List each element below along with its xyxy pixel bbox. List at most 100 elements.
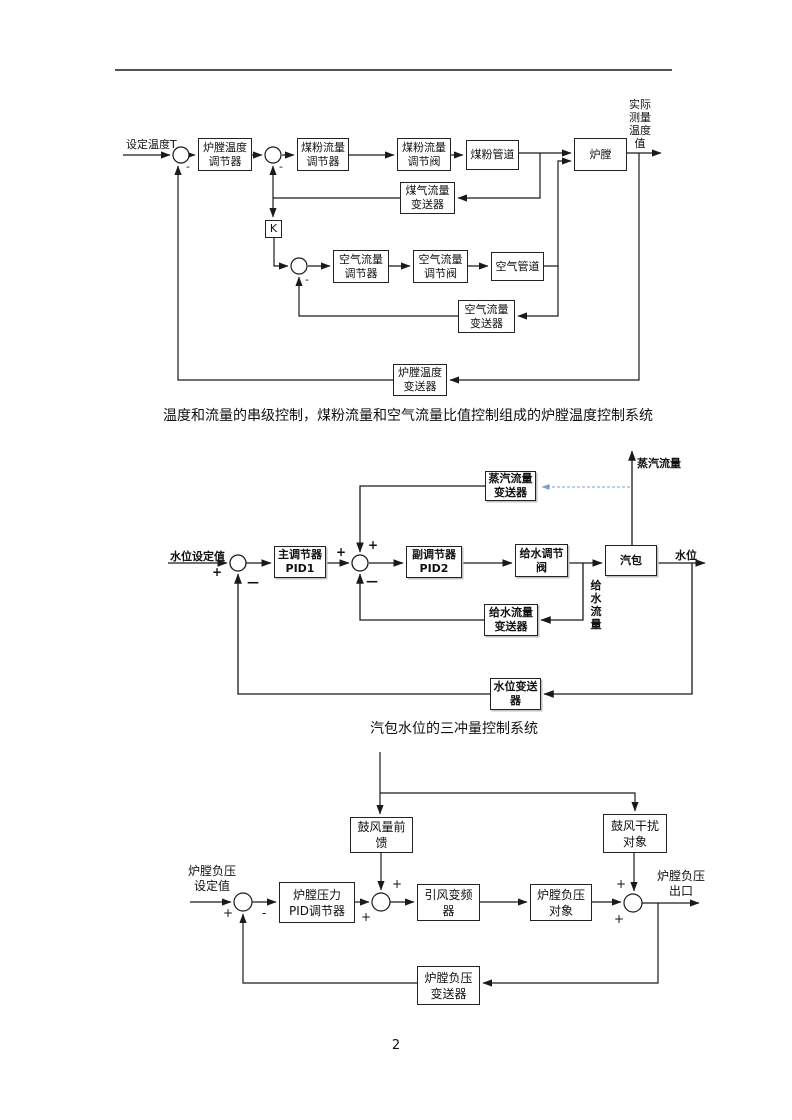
block-label: 炉膛温度 bbox=[398, 366, 442, 379]
block-label: 引风变频 bbox=[424, 887, 473, 902]
block-label: 给水调节 bbox=[519, 546, 564, 560]
block-label: 空气管道 bbox=[495, 259, 540, 273]
label-level-setpoint: 水位设定值 bbox=[170, 550, 225, 563]
label-water-level: 水位 bbox=[675, 549, 697, 562]
caption-furnace-temp-system: 温度和流量的串级控制，煤粉流量和空气流量比值控制组成的炉膛温度控制系统 bbox=[163, 408, 653, 424]
label-line: 炉膛负压 bbox=[187, 864, 236, 878]
block-label: 对象 bbox=[622, 834, 647, 849]
sign-plus: + bbox=[368, 538, 379, 552]
label-line: 温度 bbox=[629, 124, 651, 137]
block-air-pipe: 空气管道 bbox=[491, 252, 544, 281]
label-line: 给 bbox=[590, 579, 602, 592]
block-furnace-pressure-pid: 炉膛压力 PID调节器 bbox=[279, 882, 355, 923]
page-number: 2 bbox=[391, 1038, 401, 1053]
block-label: PID调节器 bbox=[288, 903, 346, 918]
block-label: 变送器 bbox=[403, 380, 437, 393]
label-line: 炉膛负压 bbox=[656, 869, 705, 883]
block-label: 汽包 bbox=[620, 553, 642, 567]
summing-junction bbox=[351, 554, 369, 572]
block-label: 空气流量 bbox=[418, 252, 463, 266]
summing-junction bbox=[264, 146, 282, 164]
furnace-pressure-diagram-wires bbox=[190, 752, 700, 987]
block-furnace-pressure-transmitter: 炉膛负压 变送器 bbox=[417, 966, 480, 1005]
block-label: 煤粉管道 bbox=[470, 148, 515, 161]
sign-plus: + bbox=[361, 910, 372, 924]
block-label: 调节器 bbox=[208, 154, 242, 168]
summing-junction bbox=[172, 146, 190, 164]
block-label: 水位变送 bbox=[493, 680, 538, 693]
label-pressure-setpoint: 炉膛负压 设定值 bbox=[183, 864, 241, 894]
block-label: PID2 bbox=[419, 562, 449, 575]
sign-minus: - bbox=[305, 273, 309, 286]
block-blast-disturbance-object: 鼓风干扰 对象 bbox=[603, 814, 667, 853]
block-label: 调节阀 bbox=[424, 266, 457, 280]
label-measured-temperature: 实际 测量 温度 值 bbox=[626, 98, 654, 150]
block-label: 炉膛负压 bbox=[536, 887, 585, 902]
label-line: 出口 bbox=[668, 884, 693, 898]
block-label: 主调节器 bbox=[278, 548, 322, 561]
block-label: 空气流量 bbox=[464, 302, 509, 316]
block-air-flow-valve: 空气流量 调节阀 bbox=[413, 250, 468, 283]
block-coal-pipe: 煤粉管道 bbox=[466, 140, 519, 170]
block-blast-feedforward: 鼓风量前 馈 bbox=[350, 817, 413, 853]
block-label: 煤气流量 bbox=[405, 184, 450, 197]
label-line: 量 bbox=[590, 618, 602, 631]
label-line: 值 bbox=[634, 137, 646, 150]
label-steam-flow: 蒸汽流量 bbox=[637, 457, 681, 470]
sign-minus: — bbox=[247, 575, 259, 589]
caption-drum-level-system: 汽包水位的三冲量控制系统 bbox=[370, 721, 538, 737]
summing-junction bbox=[233, 892, 253, 912]
block-label: 蒸汽流量 bbox=[488, 472, 533, 485]
block-air-flow-transmitter: 空气流量 变送器 bbox=[458, 300, 515, 333]
block-label: 空气流量 bbox=[339, 252, 383, 266]
block-air-flow-controller: 空气流量 调节器 bbox=[333, 250, 389, 283]
block-label: 副调节器 bbox=[412, 548, 456, 561]
summing-junction bbox=[623, 893, 643, 913]
block-furnace: 炉膛 bbox=[574, 138, 627, 171]
block-induced-draft-vfd: 引风变频 器 bbox=[417, 884, 480, 921]
block-label: 变送器 bbox=[494, 486, 527, 499]
block-label: 煤粉流量 bbox=[301, 140, 345, 154]
label-line: 实际 bbox=[629, 98, 651, 111]
block-label: 炉膛压力 bbox=[292, 887, 341, 902]
block-label: 变送器 bbox=[430, 986, 467, 1001]
sign-minus: — bbox=[366, 574, 378, 588]
drum-level-diagram-wires bbox=[168, 450, 706, 698]
block-furnace-temp-transmitter: 炉膛温度 变送器 bbox=[393, 364, 447, 396]
block-main-controller-pid1: 主调节器 PID1 bbox=[274, 546, 326, 578]
block-label: 馈 bbox=[375, 836, 388, 850]
block-label: 器 bbox=[442, 903, 455, 918]
sign-plus: + bbox=[223, 906, 234, 920]
label-set-temperature: 设定温度T bbox=[126, 138, 177, 151]
summing-junction bbox=[371, 892, 391, 912]
block-label: 变送器 bbox=[470, 316, 503, 330]
block-label: 器 bbox=[510, 694, 521, 707]
block-label: 炉膛负压 bbox=[424, 970, 473, 985]
label-pressure-outlet: 炉膛负压 出口 bbox=[651, 869, 711, 899]
block-label: 调节器 bbox=[344, 266, 378, 280]
block-label: 炉膛 bbox=[589, 147, 612, 161]
block-steam-flow-transmitter: 蒸汽流量 变送器 bbox=[485, 471, 536, 501]
block-label: 煤粉流量 bbox=[402, 140, 446, 154]
sign-plus: + bbox=[614, 912, 625, 926]
block-label: 对象 bbox=[548, 903, 573, 918]
block-steam-drum: 汽包 bbox=[605, 545, 657, 576]
block-furnace-temp-controller: 炉膛温度 调节器 bbox=[198, 138, 252, 171]
sign-minus: - bbox=[279, 160, 283, 173]
summing-junction bbox=[229, 554, 247, 572]
block-label: PID1 bbox=[285, 562, 315, 575]
furnace-temp-diagram-wires bbox=[123, 146, 662, 384]
sign-minus: - bbox=[262, 906, 267, 920]
label-feedwater-flow: 给 水 流 量 bbox=[589, 579, 603, 631]
sign-plus: + bbox=[336, 545, 347, 559]
block-label: 炉膛温度 bbox=[203, 140, 247, 154]
block-label: 鼓风干扰 bbox=[610, 818, 659, 833]
block-coal-flow-valve: 煤粉流量 调节阀 bbox=[397, 138, 451, 171]
block-sub-controller-pid2: 副调节器 PID2 bbox=[406, 546, 462, 578]
block-label: 阀 bbox=[536, 560, 547, 574]
sign-plus: + bbox=[392, 877, 403, 891]
sign-plus: + bbox=[616, 877, 627, 891]
block-label: 变送器 bbox=[494, 620, 528, 633]
